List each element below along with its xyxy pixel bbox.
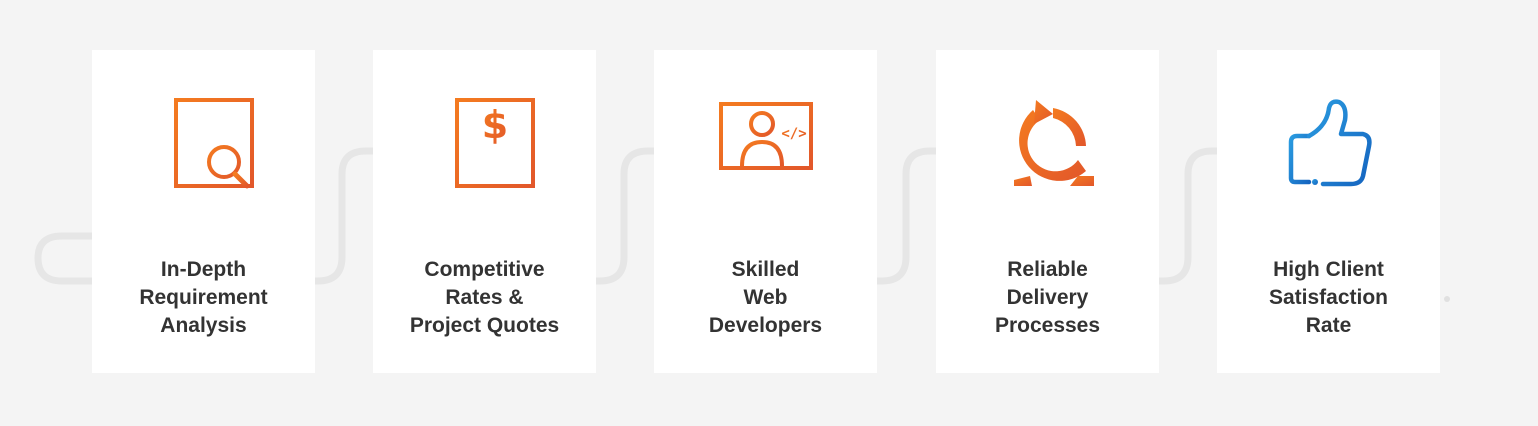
svg-text:</>: </> [781,126,806,142]
step-card-reliable-delivery: Reliable Delivery Processes [936,50,1159,373]
connector-end-dot [1444,296,1450,302]
step-label: High Client Satisfaction Rate [1268,258,1389,337]
svg-text:$: $ [481,103,507,147]
step-label: Reliable Delivery Processes [994,258,1101,337]
connector-4-5 [1134,147,1262,285]
step-card-skilled-developers: </> Skilled Web Developers [654,50,877,373]
document-search-icon [173,98,254,189]
step-label: Skilled Web Developers [708,258,823,337]
dollar-quote-icon: $ [454,98,535,188]
developer-monitor-icon: </> [718,102,813,191]
step-card-client-satisfaction: High Client Satisfaction Rate [1217,50,1440,373]
connector-1-2 [288,147,416,285]
thumbs-up-icon [1288,99,1372,187]
cycle-arrow-icon [1013,100,1094,186]
step-card-competitive-rates: $ Competitive Rates & Project Quotes [373,50,596,373]
connector-2-3 [570,147,698,285]
step-label: Competitive Rates & Project Quotes [409,258,560,337]
connector-3-4 [852,147,980,285]
step-label: In-Depth Requirement Analysis [139,258,268,337]
step-card-requirement-analysis: In-Depth Requirement Analysis [92,50,315,373]
